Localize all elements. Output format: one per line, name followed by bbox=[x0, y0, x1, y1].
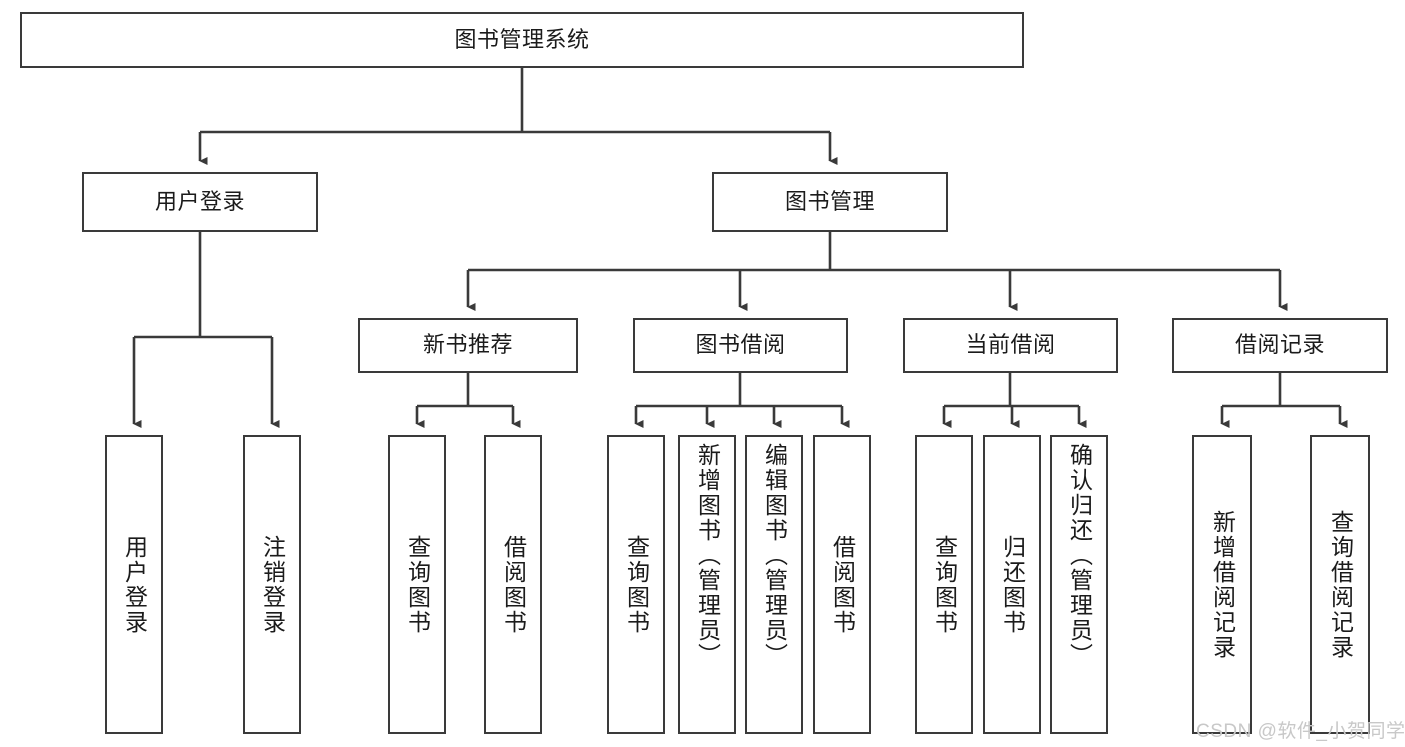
node-borrow-record-label: 借阅记录 bbox=[1234, 332, 1325, 358]
node-book-manage[interactable]: 图书管理 bbox=[712, 172, 948, 232]
node-user-login[interactable]: 用户登录 bbox=[82, 172, 318, 232]
node-leaf-borrow-book-1[interactable]: 借阅图书 bbox=[484, 435, 542, 734]
node-leaf-edit-book[interactable]: 编辑图书（管理员） bbox=[745, 435, 803, 734]
node-leaf-logout-label: 注销登录 bbox=[259, 534, 286, 635]
node-leaf-query-book-2[interactable]: 查询图书 bbox=[607, 435, 665, 734]
node-user-login-label: 用户登录 bbox=[154, 188, 245, 214]
node-leaf-user-login-label: 用户登录 bbox=[121, 534, 148, 635]
node-leaf-return-book-label: 归还图书 bbox=[999, 534, 1026, 635]
node-leaf-borrow-book-1-label: 借阅图书 bbox=[500, 534, 527, 635]
node-leaf-user-login[interactable]: 用户登录 bbox=[105, 435, 163, 734]
node-leaf-edit-book-label: 编辑图书（管理员） bbox=[761, 443, 788, 668]
node-leaf-query-book-2-label: 查询图书 bbox=[623, 534, 650, 635]
node-leaf-add-record[interactable]: 新增借阅记录 bbox=[1192, 435, 1252, 734]
node-leaf-query-record-label: 查询借阅记录 bbox=[1327, 509, 1354, 660]
node-current-borrow-label: 当前借阅 bbox=[965, 332, 1056, 358]
node-root-label: 图书管理系统 bbox=[454, 26, 590, 52]
node-leaf-confirm-return-label: 确认归还（管理员） bbox=[1066, 443, 1093, 668]
node-leaf-query-book-3-label: 查询图书 bbox=[931, 534, 958, 635]
node-root[interactable]: 图书管理系统 bbox=[20, 12, 1024, 68]
node-new-book-recommend-label: 新书推荐 bbox=[422, 332, 513, 358]
node-leaf-borrow-book-2-label: 借阅图书 bbox=[829, 534, 856, 635]
node-leaf-add-book[interactable]: 新增图书（管理员） bbox=[678, 435, 736, 734]
node-leaf-confirm-return[interactable]: 确认归还（管理员） bbox=[1050, 435, 1108, 734]
node-new-book-recommend[interactable]: 新书推荐 bbox=[358, 318, 578, 373]
node-book-borrow[interactable]: 图书借阅 bbox=[633, 318, 848, 373]
node-leaf-query-record[interactable]: 查询借阅记录 bbox=[1310, 435, 1370, 734]
node-leaf-query-book-1-label: 查询图书 bbox=[404, 534, 431, 635]
node-borrow-record[interactable]: 借阅记录 bbox=[1172, 318, 1388, 373]
node-leaf-return-book[interactable]: 归还图书 bbox=[983, 435, 1041, 734]
node-current-borrow[interactable]: 当前借阅 bbox=[903, 318, 1118, 373]
node-book-borrow-label: 图书借阅 bbox=[695, 332, 786, 358]
node-leaf-query-book-1[interactable]: 查询图书 bbox=[388, 435, 446, 734]
node-leaf-add-record-label: 新增借阅记录 bbox=[1209, 509, 1236, 660]
csdn-watermark: CSDN @软件_小贺同学 bbox=[1196, 721, 1405, 742]
node-book-manage-label: 图书管理 bbox=[784, 188, 875, 214]
node-leaf-logout[interactable]: 注销登录 bbox=[243, 435, 301, 734]
node-leaf-query-book-3[interactable]: 查询图书 bbox=[915, 435, 973, 734]
node-leaf-add-book-label: 新增图书（管理员） bbox=[694, 443, 721, 668]
node-leaf-borrow-book-2[interactable]: 借阅图书 bbox=[813, 435, 871, 734]
